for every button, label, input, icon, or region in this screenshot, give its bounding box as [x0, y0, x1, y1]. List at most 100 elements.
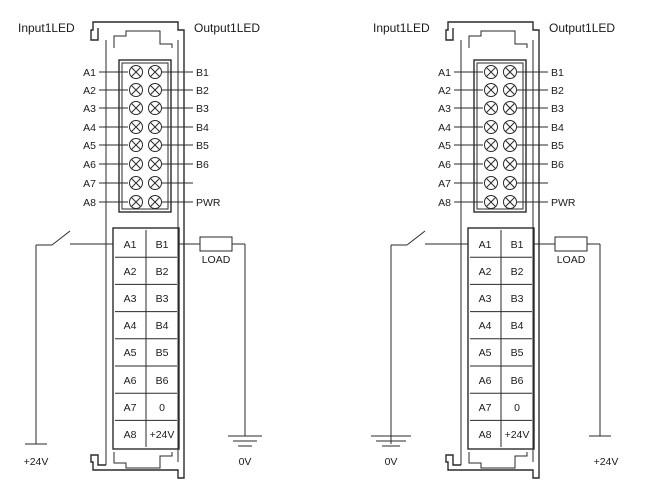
lamp-cross-b	[131, 103, 141, 113]
led-label-left: A5	[438, 140, 451, 152]
led-label-right: B2	[551, 85, 564, 97]
lamp-cross-b	[150, 140, 160, 150]
lamp-cross-b	[486, 122, 496, 132]
lamp-cross-b	[150, 178, 160, 188]
lamp-circle	[503, 101, 517, 115]
led-label-left: A8	[438, 197, 451, 209]
lamp-cross-b	[486, 103, 496, 113]
input-led-lamp-icon	[129, 157, 143, 171]
lamp-circle	[129, 138, 143, 152]
input-led-lamp-icon	[129, 120, 143, 134]
ground-label: 0V	[239, 456, 252, 468]
output-led-lamp-icon	[503, 157, 517, 171]
lamp-cross-b	[486, 159, 496, 169]
load-resistor-icon	[554, 236, 588, 252]
led-label-right: B1	[196, 67, 209, 79]
lamp-circle	[129, 157, 143, 171]
lamp-cross-b	[150, 85, 160, 95]
lamp-circle	[129, 101, 143, 115]
led-window-outer	[473, 59, 527, 213]
led-label-right: B5	[551, 140, 564, 152]
led-label-left: A8	[83, 197, 96, 209]
lamp-circle	[484, 157, 498, 171]
lamp-cross-b	[131, 197, 141, 207]
input-led-title: Input1LED	[18, 21, 75, 35]
led-label-right: B5	[196, 140, 209, 152]
terminal-label-right: B2	[511, 266, 524, 278]
top-latch	[113, 30, 173, 48]
led-label-right: B6	[551, 159, 564, 171]
lamp-circle	[484, 101, 498, 115]
input-led-lamp-icon	[484, 65, 498, 79]
terminal-label-left: A6	[479, 375, 492, 387]
led-label-right: PWR	[551, 197, 576, 209]
terminal-label-right: B5	[156, 347, 169, 359]
led-label-right: B3	[196, 103, 209, 115]
lamp-cross-b	[486, 85, 496, 95]
terminal-block	[467, 227, 535, 450]
lamp-circle	[129, 120, 143, 134]
terminal-label-left: A2	[124, 266, 137, 278]
lamp-circle	[503, 157, 517, 171]
input-led-lamp-icon	[484, 157, 498, 171]
lamp-circle	[129, 65, 143, 79]
lamp-circle	[148, 138, 162, 152]
terminal-label-left: A8	[479, 429, 492, 441]
lamp-circle	[148, 101, 162, 115]
led-label-left: A4	[83, 122, 96, 134]
terminal-label-right: B3	[511, 293, 524, 305]
led-label-right: B2	[196, 85, 209, 97]
terminal-label-left: A7	[479, 402, 492, 414]
input-led-lamp-icon	[129, 65, 143, 79]
lamp-cross-b	[150, 159, 160, 169]
output-led-lamp-icon	[503, 101, 517, 115]
lamp-circle	[148, 176, 162, 190]
terminal-label-right: B1	[156, 239, 169, 251]
terminal-label-right: B3	[156, 293, 169, 305]
terminal-label-left: A5	[124, 347, 137, 359]
ground-label: 0V	[385, 456, 398, 468]
output-led-lamp-icon	[503, 83, 517, 97]
terminal-label-right: B2	[156, 266, 169, 278]
input-led-lamp-icon	[129, 138, 143, 152]
output-led-lamp-icon	[148, 120, 162, 134]
lamp-cross-b	[131, 178, 141, 188]
lamp-circle	[503, 65, 517, 79]
led-label-right: B4	[551, 122, 564, 134]
led-label-left: A4	[438, 122, 451, 134]
terminal-label-right: +24V	[505, 429, 530, 441]
input-led-lamp-icon	[484, 101, 498, 115]
lamp-cross-b	[131, 85, 141, 95]
led-window-outer	[118, 59, 172, 213]
terminal-label-right: 0	[159, 402, 165, 414]
switch-contact-icon	[51, 230, 71, 246]
lamp-cross-b	[131, 67, 141, 77]
lamp-circle	[503, 120, 517, 134]
terminal-label-right: B1	[511, 239, 524, 251]
terminal-label-left: A1	[479, 239, 492, 251]
led-label-right: PWR	[196, 197, 221, 209]
led-label-right: B4	[196, 122, 209, 134]
led-label-left: A7	[438, 178, 451, 190]
terminal-label-left: A1	[124, 239, 137, 251]
led-label-right: B6	[196, 159, 209, 171]
lamp-circle	[503, 138, 517, 152]
led-label-left: A3	[438, 103, 451, 115]
module-body-outline	[445, 21, 540, 479]
terminal-label-left: A7	[124, 402, 137, 414]
output-led-lamp-icon	[503, 138, 517, 152]
lamp-circle	[129, 176, 143, 190]
output-led-lamp-icon	[503, 195, 517, 209]
output-led-title: Output1LED	[194, 21, 260, 35]
input-led-lamp-icon	[484, 138, 498, 152]
lamp-cross-b	[486, 140, 496, 150]
lamp-circle	[484, 83, 498, 97]
led-label-left: A5	[83, 140, 96, 152]
terminal-label-left: A4	[479, 320, 492, 332]
switch-contact-icon	[406, 230, 426, 246]
terminal-label-right: B5	[511, 347, 524, 359]
lamp-circle	[484, 65, 498, 79]
lamp-cross-b	[505, 85, 515, 95]
